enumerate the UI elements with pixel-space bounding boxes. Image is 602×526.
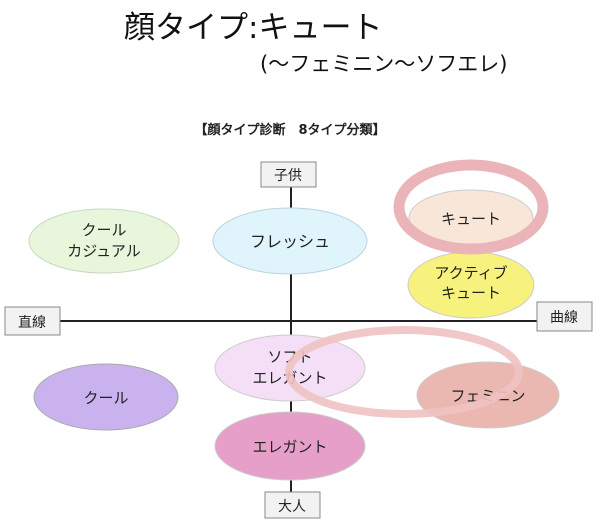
type-cool-casual: クール カジュアル bbox=[28, 208, 180, 274]
type-elegant: エレガント bbox=[214, 411, 366, 481]
type-cute: キュート bbox=[408, 189, 534, 247]
axis-label-right: 曲線 bbox=[536, 301, 593, 332]
svg-text:キュート: キュート bbox=[441, 210, 501, 228]
type-active-cute: アクティブ キュート bbox=[407, 251, 535, 319]
svg-text:大人: 大人 bbox=[278, 499, 306, 515]
type-ellipse bbox=[212, 207, 368, 275]
type-fresh: フレッシュ bbox=[212, 207, 368, 275]
highlight-ring-feminine-soft-elegant bbox=[285, 326, 523, 418]
type-ellipse bbox=[214, 411, 366, 481]
svg-text:子供: 子供 bbox=[274, 168, 302, 184]
axis-label-bottom: 大人 bbox=[264, 491, 321, 519]
diagram-title: 【顔タイプ診断 8タイプ分類】 bbox=[194, 122, 385, 138]
svg-text:アクティブ: アクティブ bbox=[434, 264, 507, 282]
type-ellipse bbox=[28, 208, 180, 274]
type-cool: クール bbox=[33, 363, 179, 431]
svg-text:クール: クール bbox=[81, 221, 126, 239]
axis-label-top: 子供 bbox=[260, 161, 317, 188]
svg-text:キュート: キュート bbox=[441, 284, 501, 302]
highlight-ring-cute bbox=[393, 159, 549, 255]
page-subtitle: (〜フェミニン〜ソフエレ) bbox=[260, 52, 508, 76]
type-ellipse bbox=[33, 363, 179, 431]
svg-text:曲線: 曲線 bbox=[550, 310, 578, 326]
type-feminine: フェミニン bbox=[416, 361, 560, 429]
svg-text:エレガント: エレガント bbox=[252, 438, 327, 456]
axis-label-left: 直線 bbox=[4, 306, 61, 336]
svg-text:カジュアル: カジュアル bbox=[67, 242, 141, 260]
svg-text:直線: 直線 bbox=[18, 314, 46, 331]
svg-text:フレッシュ: フレッシュ bbox=[250, 232, 330, 251]
page-title: 顔タイプ:キュート bbox=[124, 10, 383, 46]
svg-text:クール: クール bbox=[83, 389, 128, 407]
